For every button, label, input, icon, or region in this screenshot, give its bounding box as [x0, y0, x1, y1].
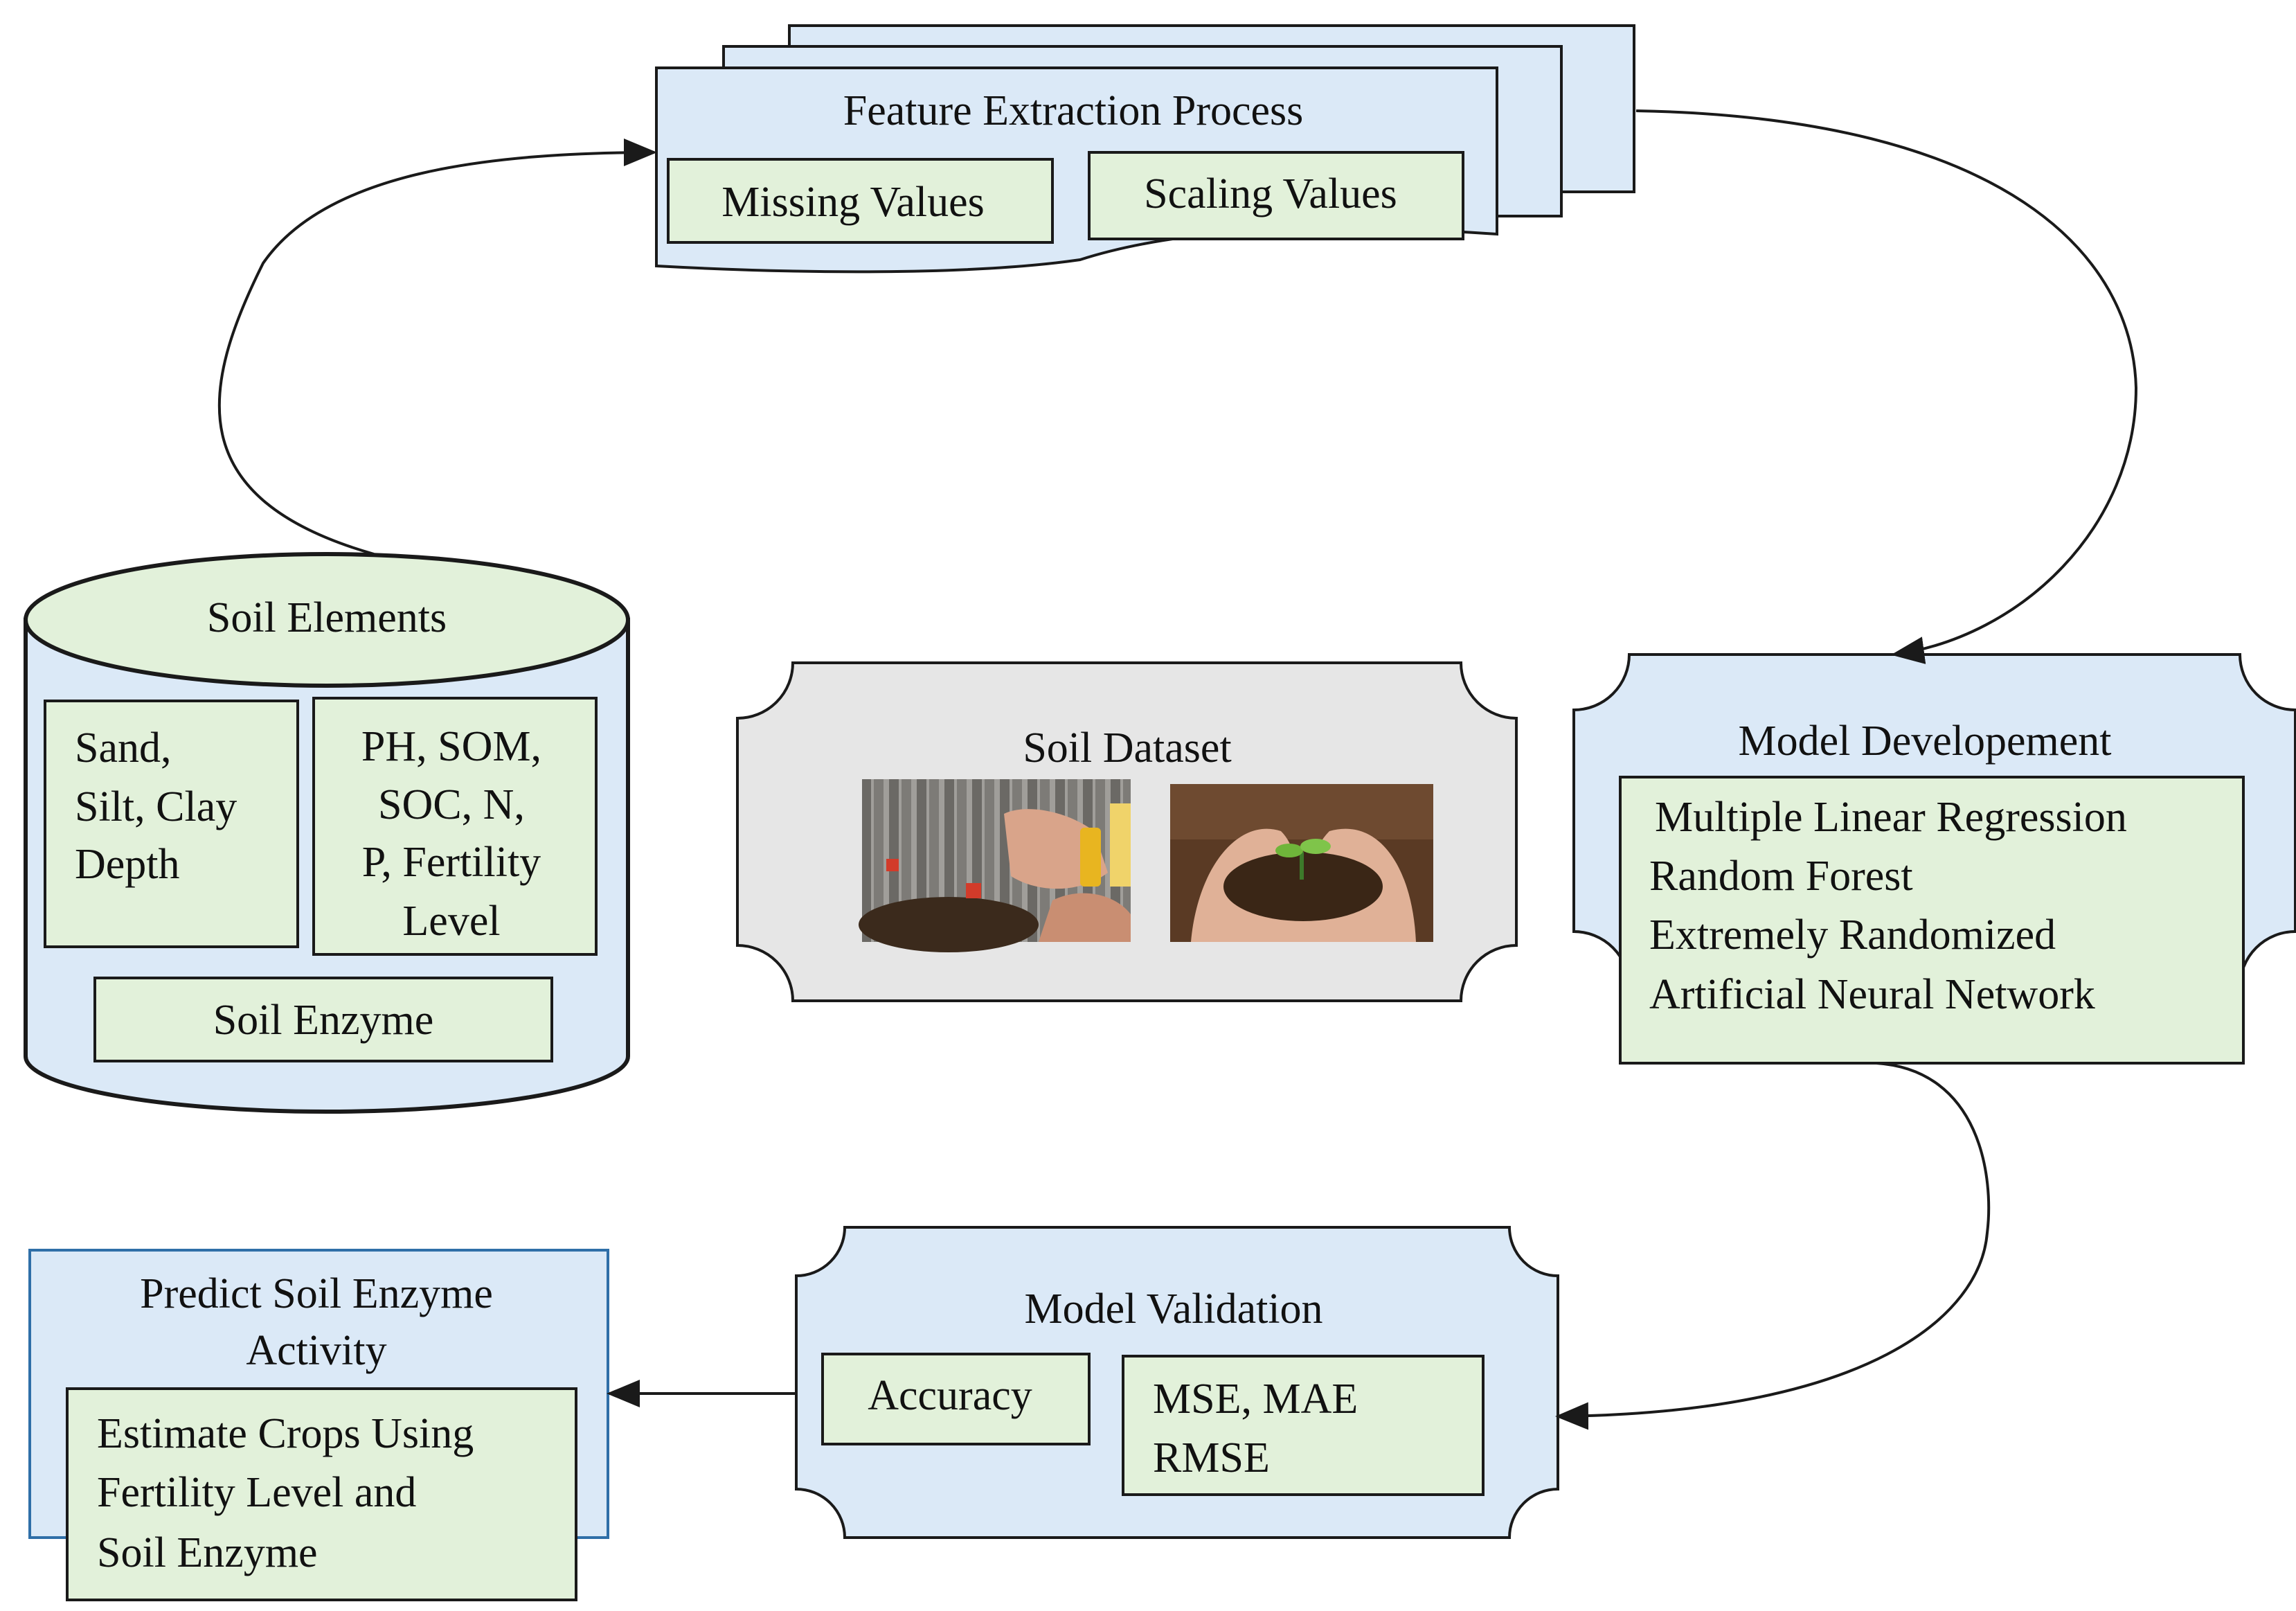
soil-chemistry-line-4: Level: [402, 898, 500, 945]
model-method-3: Extremely Randomized: [1649, 911, 2056, 959]
model-validation-title: Model Validation: [1024, 1285, 1322, 1333]
soil-chemistry-box: [312, 697, 598, 956]
feature-extraction-group: Feature Extraction Process Missing Value…: [655, 24, 1635, 274]
model-method-1: Multiple Linear Regression: [1655, 794, 2127, 841]
estimate-crops-box: [66, 1387, 577, 1601]
soil-enzyme-box: [93, 977, 553, 1062]
error-metrics-box: [1122, 1355, 1485, 1496]
model-validation-group: Model Validation Accuracy MSE, MAE RMSE: [795, 1226, 1559, 1539]
accuracy-box: [821, 1353, 1091, 1445]
arrow-feature-extraction-to-model-development: [1635, 109, 2138, 664]
arrow-soil-elements-to-feature-extraction: [217, 139, 657, 555]
soil-texture-line-1: Sand,: [75, 724, 172, 772]
soil-texture-line-2: Silt, Clay: [75, 783, 237, 830]
lab-testing-photo: [859, 779, 1131, 952]
soil-chemistry-line-1: PH, SOM,: [361, 723, 541, 770]
predict-title-line-2: Activity: [246, 1327, 386, 1374]
error-metrics-line-1: MSE, MAE: [1153, 1376, 1358, 1423]
scaling-values-box: [1088, 151, 1464, 240]
error-metrics-line-2: RMSE: [1153, 1434, 1270, 1481]
connectors: [217, 109, 2138, 1430]
feature-extraction-title: Feature Extraction Process: [843, 87, 1304, 134]
soil-enzyme-label: Soil Enzyme: [213, 997, 434, 1044]
predict-title-line-1: Predict Soil Enzyme: [140, 1270, 493, 1317]
soil-dataset-group: Soil Dataset: [736, 661, 1518, 1002]
missing-values-box: [667, 158, 1054, 244]
soil-chemistry-line-3: P, Fertility: [362, 839, 541, 886]
hands-holding-soil-seedling-photo: [1170, 784, 1433, 942]
estimate-line-2: Fertility Level and: [97, 1469, 416, 1516]
soil-texture-box: [44, 700, 299, 948]
soil-elements-title: Soil Elements: [207, 594, 447, 641]
soil-chemistry-line-2: SOC, N,: [378, 781, 525, 828]
missing-values-label: Missing Values: [721, 179, 985, 226]
arrow-model-development-to-model-validation: [1555, 1062, 1991, 1430]
model-method-2: Random Forest: [1649, 853, 1913, 900]
soil-texture-line-3: Depth: [75, 841, 180, 888]
predict-group: Predict Soil Enzyme Activity Estimate Cr…: [28, 1249, 609, 1601]
model-method-4: Artificial Neural Network: [1649, 971, 2095, 1018]
scaling-values-label: Scaling Values: [1144, 170, 1397, 217]
soil-elements-group: Soil Elements Sand, Silt, Clay Depth PH,…: [24, 552, 630, 1114]
soil-elements-cylinder-top: [24, 552, 630, 688]
estimate-line-3: Soil Enzyme: [97, 1529, 318, 1576]
model-development-group: Model Developement Multiple Linear Regre…: [1572, 653, 2296, 1065]
accuracy-label: Accuracy: [868, 1372, 1032, 1419]
estimate-line-1: Estimate Crops Using: [97, 1410, 474, 1457]
soil-dataset-title: Soil Dataset: [1023, 724, 1231, 772]
model-methods-box: [1619, 776, 2245, 1065]
model-development-title: Model Developement: [1739, 718, 2112, 765]
